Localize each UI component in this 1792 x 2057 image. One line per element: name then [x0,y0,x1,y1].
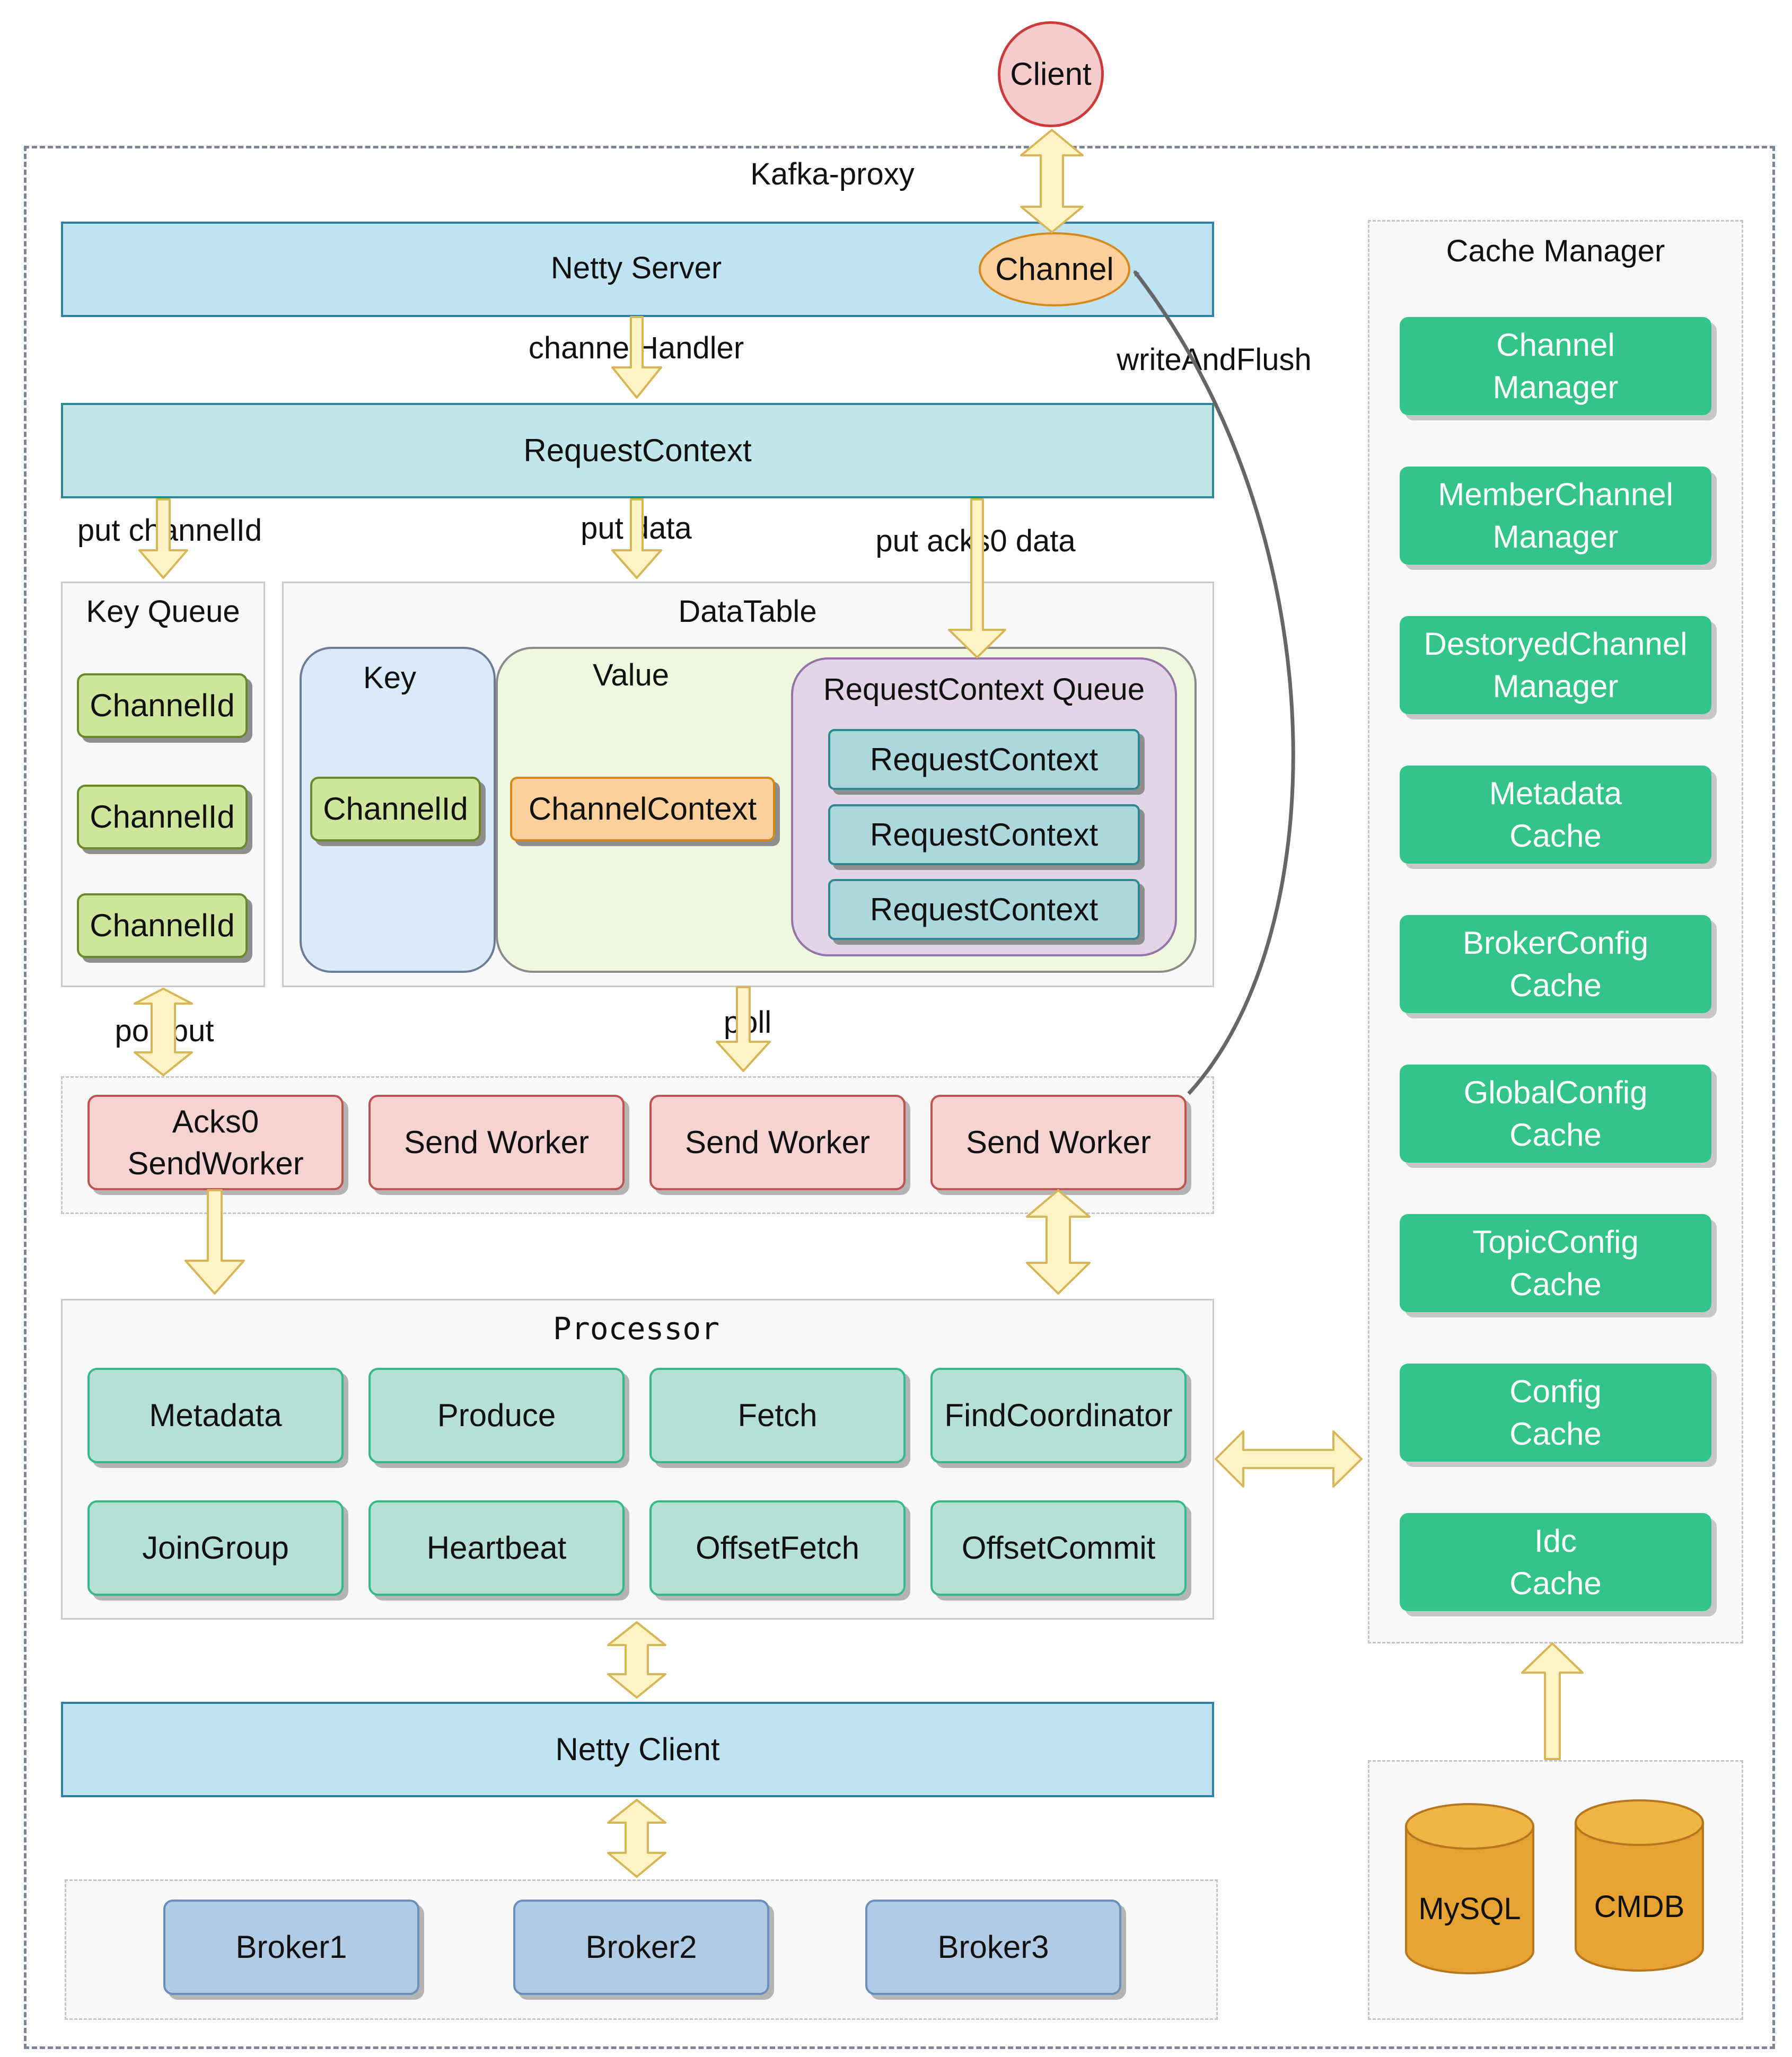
client-channel-arrow [1020,129,1084,233]
channel-node[interactable]: Channel [979,232,1130,306]
key-queue-item[interactable]: ChannelId [77,673,248,738]
worker-processor-arrow [1026,1189,1091,1295]
request-context-queue-title: RequestContext Queue [823,672,1145,707]
processor-handler-fetch[interactable]: Fetch [649,1368,906,1463]
put-channel-id-arrow [138,498,188,579]
cache-item-metadata-cache[interactable]: Metadata Cache [1400,766,1711,864]
cache-item-idc-cache[interactable]: Idc Cache [1400,1513,1711,1611]
kafka-proxy-boundary [24,146,1775,2049]
cache-manager-title: Cache Manager [1446,234,1665,268]
database-to-cache-arrow [1521,1642,1584,1760]
processor-handler-metadata[interactable]: Metadata [87,1368,344,1463]
send-worker[interactable]: Send Worker [930,1095,1187,1190]
acks0-send-worker[interactable]: Acks0 SendWorker [87,1095,344,1190]
key-queue-item[interactable]: ChannelId [77,893,248,958]
processor-cache-arrow [1215,1430,1363,1488]
key-column-title: Key [363,661,416,695]
cache-item-broker-config-cache[interactable]: BrokerConfig Cache [1400,915,1711,1013]
key-column-item[interactable]: ChannelId [310,777,481,841]
processor-handler-produce[interactable]: Produce [368,1368,625,1463]
cmdb-cylinder [1575,1799,1704,1972]
acks0-to-processor-arrow [185,1189,245,1295]
put-data-arrow [611,498,662,579]
queued-request-context[interactable]: RequestContext [828,804,1140,865]
channel-context-item[interactable]: ChannelContext [510,777,775,841]
broker-node[interactable]: Broker1 [163,1900,419,1995]
mysql-cylinder [1405,1803,1534,1974]
client-node[interactable]: Client [998,21,1104,127]
processor-handler-heartbeat[interactable]: Heartbeat [368,1500,625,1596]
client-brokers-arrow [607,1799,666,1878]
cache-item-config-cache[interactable]: Config Cache [1400,1364,1711,1462]
poll-arrow [716,986,771,1072]
key-queue-item[interactable]: ChannelId [77,785,248,849]
send-worker[interactable]: Send Worker [368,1095,625,1190]
queued-request-context[interactable]: RequestContext [828,729,1140,790]
cache-item-destroyed-channel-manager[interactable]: DestoryedChannel Manager [1400,616,1711,714]
key-queue-title: Key Queue [86,594,240,629]
netty-client[interactable]: Netty Client [61,1702,1214,1797]
processor-handler-join-group[interactable]: JoinGroup [87,1500,344,1596]
processor-client-arrow [607,1621,666,1699]
kafka-proxy-title: Kafka-proxy [750,157,915,191]
broker-node[interactable]: Broker3 [865,1900,1121,1995]
edge-label-write-and-flush: writeAndFlush [1117,342,1312,377]
put-acks0-arrow [948,498,1006,658]
value-column-title: Value [592,658,670,692]
data-table-title: DataTable [678,594,817,629]
poll-put-arrow [134,988,193,1076]
processor-handler-offset-commit[interactable]: OffsetCommit [930,1500,1187,1596]
server-to-context-arrow [611,316,662,399]
mysql-label: MySQL [1418,1892,1521,1926]
netty-server-label: Netty Server [550,251,722,285]
cmdb-label: CMDB [1594,1889,1685,1924]
request-context-bar[interactable]: RequestContext [61,403,1214,498]
send-worker[interactable]: Send Worker [649,1095,906,1190]
processor-handler-offset-fetch[interactable]: OffsetFetch [649,1500,906,1596]
cache-item-channel-manager[interactable]: Channel Manager [1400,317,1711,415]
cache-item-topic-config-cache[interactable]: TopicConfig Cache [1400,1214,1711,1312]
write-and-flush-curve [1133,270,1295,1095]
broker-node[interactable]: Broker2 [513,1900,769,1995]
processor-handler-find-coordinator[interactable]: FindCoordinator [930,1368,1187,1463]
queued-request-context[interactable]: RequestContext [828,879,1140,940]
cache-item-global-config-cache[interactable]: GlobalConfig Cache [1400,1065,1711,1163]
cache-item-member-channel-manager[interactable]: MemberChannel Manager [1400,467,1711,565]
processor-title: Processor [552,1311,720,1347]
